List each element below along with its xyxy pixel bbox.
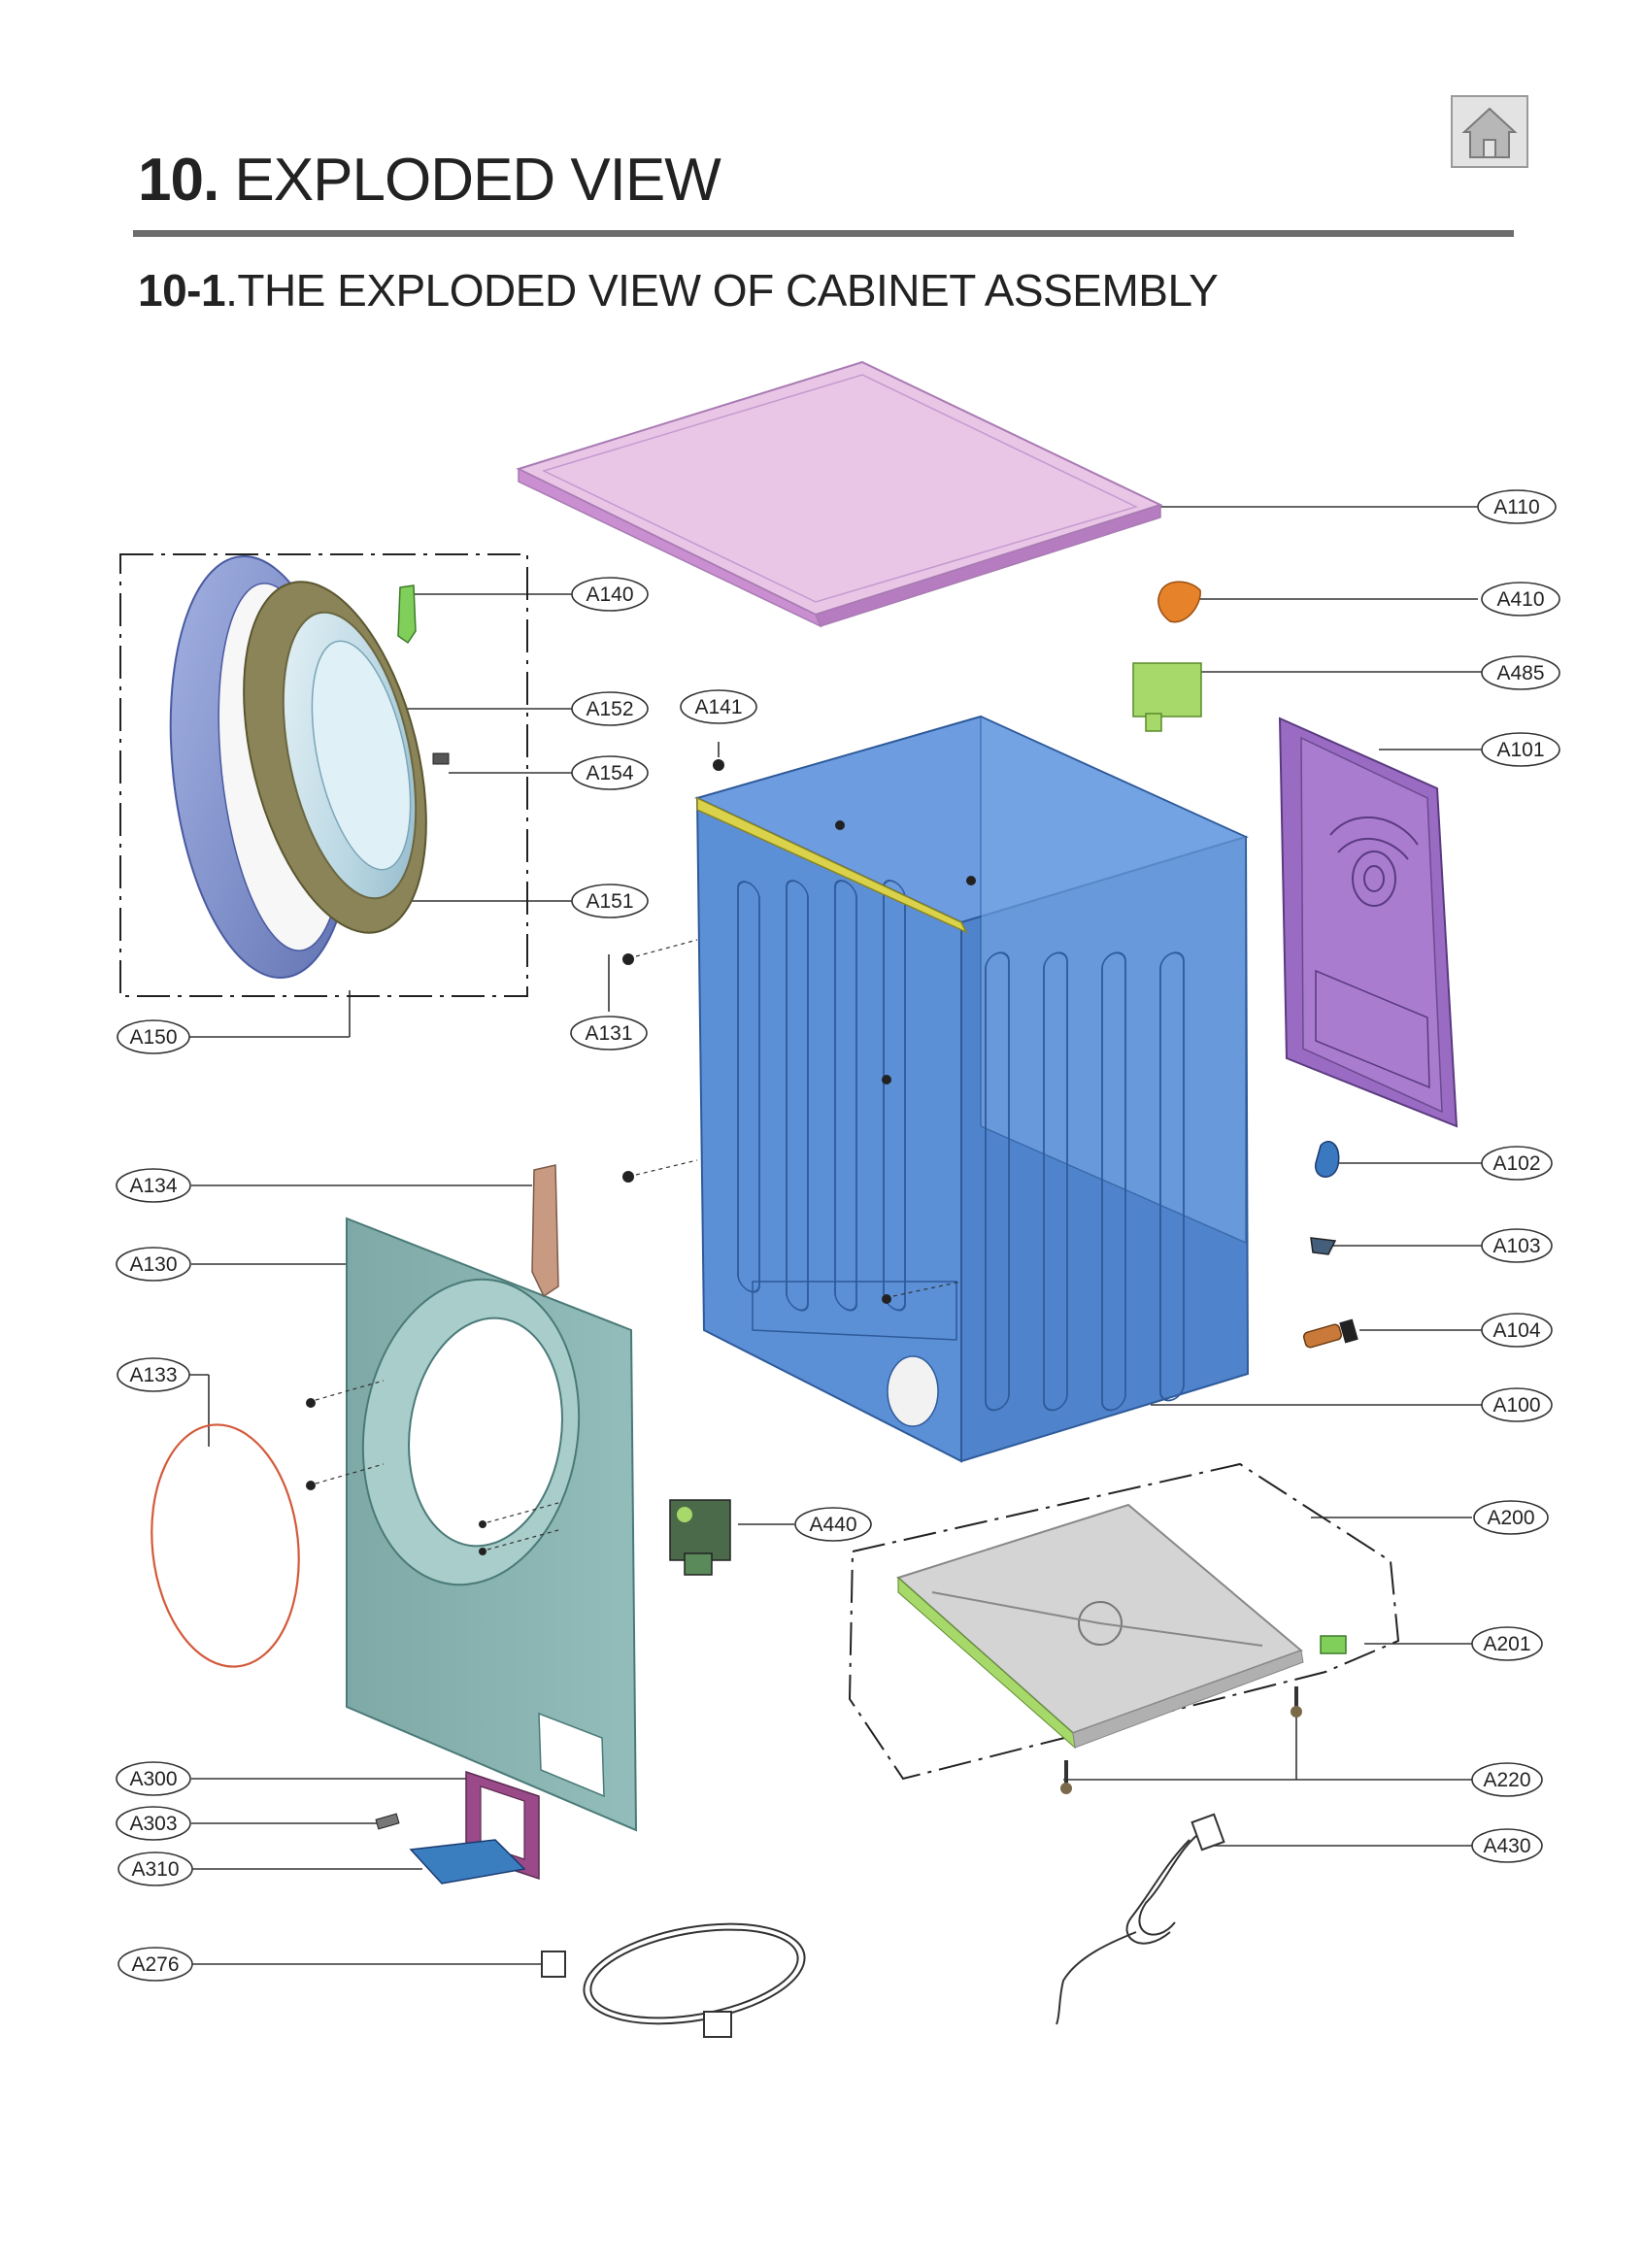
callout-text: A220 bbox=[1483, 1769, 1530, 1791]
callout-A130[interactable]: A130 bbox=[116, 1247, 191, 1282]
door-assembly-outline bbox=[119, 553, 528, 997]
callout-text: A104 bbox=[1492, 1319, 1540, 1342]
callout-A110[interactable]: A110 bbox=[1477, 489, 1557, 524]
callout-text: A200 bbox=[1487, 1507, 1534, 1529]
callout-text: A141 bbox=[694, 696, 742, 718]
callout-text: A131 bbox=[585, 1022, 632, 1045]
power-cord bbox=[1056, 1813, 1225, 2025]
callout-A300[interactable]: A300 bbox=[116, 1761, 191, 1796]
callout-A140[interactable]: A140 bbox=[571, 577, 649, 612]
home-button[interactable] bbox=[1451, 95, 1528, 168]
page-title: 10. EXPLODED VIEW bbox=[138, 146, 721, 215]
callout-text: A130 bbox=[129, 1253, 177, 1276]
cabinet bbox=[622, 715, 1250, 1463]
callout-A141[interactable]: A141 bbox=[680, 689, 757, 724]
callout-text: A310 bbox=[131, 1858, 179, 1881]
callout-A154[interactable]: A154 bbox=[571, 755, 649, 790]
callout-text: A303 bbox=[129, 1813, 177, 1835]
callout-A410[interactable]: A410 bbox=[1481, 582, 1560, 617]
callout-A133[interactable]: A133 bbox=[117, 1357, 190, 1392]
callout-text: A101 bbox=[1496, 739, 1544, 761]
callout-text: A410 bbox=[1496, 588, 1544, 611]
callout-A485[interactable]: A485 bbox=[1481, 655, 1560, 690]
door-assembly bbox=[169, 554, 450, 980]
title-number: 10. bbox=[138, 147, 219, 214]
door-lock bbox=[669, 1499, 731, 1576]
callout-text: A151 bbox=[586, 890, 633, 913]
subtitle-text: .THE EXPLODED VIEW OF CABINET ASSEMBLY bbox=[225, 265, 1219, 316]
small-parts-top-right bbox=[1132, 581, 1202, 732]
callout-A100[interactable]: A100 bbox=[1481, 1387, 1553, 1422]
detergent-dispenser bbox=[375, 1770, 540, 1884]
callout-text: A110 bbox=[1493, 496, 1540, 518]
callout-text: A134 bbox=[129, 1175, 177, 1197]
title-divider bbox=[133, 230, 1514, 237]
callout-A200[interactable]: A200 bbox=[1473, 1500, 1549, 1535]
callout-text: A150 bbox=[129, 1026, 177, 1049]
callout-A131[interactable]: A131 bbox=[570, 1016, 648, 1051]
callout-A276[interactable]: A276 bbox=[117, 1947, 193, 1982]
title-text: EXPLODED VIEW bbox=[218, 147, 721, 214]
callout-A440[interactable]: A440 bbox=[794, 1507, 872, 1542]
callout-text: A201 bbox=[1483, 1633, 1530, 1655]
callout-A103[interactable]: A103 bbox=[1481, 1228, 1553, 1263]
callout-A102[interactable]: A102 bbox=[1481, 1146, 1553, 1181]
callout-A104[interactable]: A104 bbox=[1481, 1313, 1553, 1348]
front-panel bbox=[306, 1217, 638, 1832]
callout-text: A152 bbox=[586, 698, 633, 720]
callout-A152[interactable]: A152 bbox=[571, 691, 649, 726]
callout-A201[interactable]: A201 bbox=[1471, 1626, 1543, 1661]
callout-labels: A110 A410 A485 A101 A140 A152 A141 A154 … bbox=[116, 489, 1560, 1982]
home-icon bbox=[1461, 107, 1518, 158]
hinge-strip bbox=[531, 1164, 559, 1298]
clamp-ring bbox=[151, 1423, 300, 1668]
subtitle-number: 10-1 bbox=[138, 265, 226, 316]
callout-text: A133 bbox=[129, 1364, 177, 1386]
callout-text: A102 bbox=[1492, 1152, 1540, 1175]
callout-text: A430 bbox=[1483, 1835, 1530, 1857]
callout-A303[interactable]: A303 bbox=[116, 1806, 191, 1841]
callout-A151[interactable]: A151 bbox=[571, 884, 649, 918]
base-frame bbox=[848, 1462, 1400, 1794]
callout-text: A140 bbox=[586, 584, 633, 606]
rear-cover bbox=[1278, 717, 1459, 1128]
inlet-hose bbox=[541, 1922, 806, 2038]
callout-text: A485 bbox=[1496, 662, 1544, 684]
callout-text: A300 bbox=[129, 1768, 177, 1790]
callout-text: A276 bbox=[131, 1953, 179, 1976]
small-parts-right bbox=[1302, 1141, 1358, 1349]
top-plate bbox=[516, 360, 1163, 628]
callout-A430[interactable]: A430 bbox=[1471, 1828, 1543, 1863]
callout-text: A100 bbox=[1492, 1394, 1540, 1417]
callout-A150[interactable]: A150 bbox=[117, 1019, 190, 1054]
callout-A220[interactable]: A220 bbox=[1471, 1762, 1543, 1797]
callout-A310[interactable]: A310 bbox=[117, 1851, 193, 1886]
callout-text: A103 bbox=[1492, 1235, 1540, 1257]
callout-A101[interactable]: A101 bbox=[1481, 732, 1560, 767]
section-subtitle: 10-1.THE EXPLODED VIEW OF CABINET ASSEMB… bbox=[138, 264, 1219, 317]
callout-A134[interactable]: A134 bbox=[116, 1168, 191, 1203]
callout-text: A154 bbox=[586, 762, 633, 784]
callout-text: A440 bbox=[809, 1514, 856, 1536]
